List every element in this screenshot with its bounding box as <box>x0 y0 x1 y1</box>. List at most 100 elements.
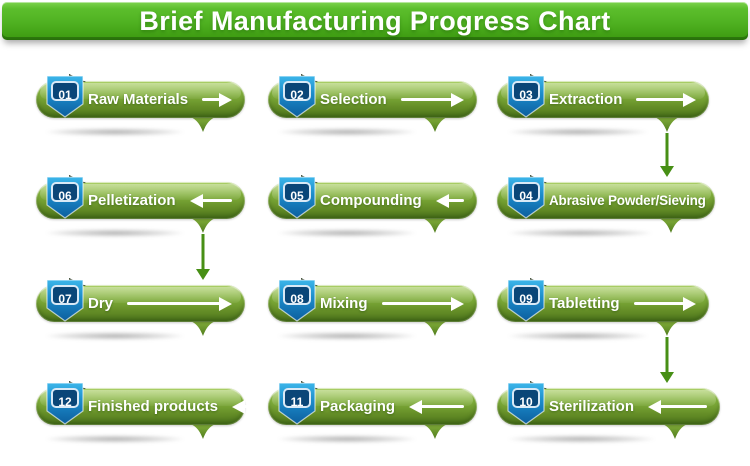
pill-shadow <box>507 229 652 237</box>
arrow-head-right <box>683 92 696 107</box>
pill-shadow <box>46 128 185 136</box>
process-step: Pelletization 06 <box>36 175 245 242</box>
step-label: Packaging <box>320 398 396 415</box>
step-label: Dry <box>88 295 114 312</box>
process-step: Compounding 05 <box>268 175 477 242</box>
step-number-badge-icon: 08 <box>278 278 318 322</box>
arrow-shaft <box>421 405 464 408</box>
step-number-badge-icon: 11 <box>278 381 318 425</box>
pill-tail-icon <box>651 216 692 233</box>
flow-arrow-right-icon <box>636 92 696 107</box>
pill-shadow <box>46 229 185 237</box>
pill-shadow <box>46 332 185 340</box>
flow-arrow-left-icon <box>648 399 707 414</box>
arrow-head-left <box>232 399 246 414</box>
arrow-head-right <box>219 296 232 311</box>
flow-arrow-left-icon <box>189 193 232 208</box>
pill-tail-icon <box>655 422 696 439</box>
arrow-head-left <box>189 193 203 208</box>
arrow-shaft <box>381 302 452 305</box>
process-step: Mixing 08 <box>268 278 477 345</box>
pill-tail-icon <box>646 115 687 132</box>
pill-tail-icon <box>646 319 687 336</box>
step-label: Selection <box>320 91 387 108</box>
arrow-shaft <box>636 98 684 101</box>
arrow-head-right <box>451 296 464 311</box>
connector-down-arrow-icon <box>659 133 675 182</box>
process-step: Packaging 11 <box>268 381 477 448</box>
flow-arrow-right-icon <box>381 296 464 311</box>
step-number-badge-icon: 05 <box>278 175 318 219</box>
step-number-badge-icon: 01 <box>46 74 86 118</box>
svg-text:10: 10 <box>519 395 533 409</box>
flow-arrow-right-icon <box>400 92 464 107</box>
step-label: Mixing <box>320 295 368 312</box>
chart-title: Brief Manufacturing Progress Chart <box>139 5 611 36</box>
connector-down-arrow-icon <box>659 337 675 388</box>
process-step: Selection 02 <box>268 74 477 141</box>
flow-arrow-left-icon <box>435 193 464 208</box>
arrow-shaft <box>400 98 452 101</box>
step-number-badge-icon: 10 <box>507 381 547 425</box>
step-number-badge-icon: 02 <box>278 74 318 118</box>
process-step: Raw Materials 01 <box>36 74 245 141</box>
arrow-shaft <box>660 405 707 408</box>
pill-shadow <box>278 332 417 340</box>
flow-arrow-left-icon <box>409 399 464 414</box>
svg-text:12: 12 <box>58 395 72 409</box>
flow-arrow-left-icon <box>232 399 259 414</box>
svg-text:11: 11 <box>291 395 304 409</box>
pill-tail-icon <box>183 319 224 336</box>
process-step: Finished products 12 <box>36 381 259 448</box>
arrow-head-left <box>648 399 662 414</box>
pill-shadow <box>507 128 648 136</box>
pill-tail-icon <box>415 422 456 439</box>
arrow-shaft <box>202 98 220 101</box>
pill-tail-icon <box>183 422 224 439</box>
arrow-shaft <box>244 405 259 408</box>
process-step: Extraction 03 <box>497 74 709 141</box>
pill-tail-icon <box>415 115 456 132</box>
step-number-badge-icon: 07 <box>46 278 86 322</box>
arrow-head-right <box>451 92 464 107</box>
pill-shadow <box>508 435 656 443</box>
step-label: Finished products <box>88 398 219 415</box>
step-label: Tabletting <box>549 295 620 312</box>
pill-tail-icon <box>183 115 224 132</box>
svg-text:03: 03 <box>519 88 533 102</box>
svg-text:01: 01 <box>58 88 72 102</box>
flow-arrow-right-icon <box>202 92 232 107</box>
flow-arrow-right-icon <box>633 296 696 311</box>
svg-text:05: 05 <box>290 189 304 203</box>
step-label: Abrasive Powder/Sieving <box>549 193 706 208</box>
arrow-head-left <box>409 399 423 414</box>
process-step: Tabletting 09 <box>497 278 709 345</box>
pill-tail-icon <box>415 319 456 336</box>
process-step: Dry 07 <box>36 278 245 345</box>
pill-shadow <box>278 435 417 443</box>
arrow-shaft <box>447 199 464 202</box>
svg-text:02: 02 <box>290 88 304 102</box>
pill-shadow <box>278 128 417 136</box>
arrow-shaft <box>633 302 684 305</box>
step-number-badge-icon: 06 <box>46 175 86 219</box>
step-label: Sterilization <box>549 398 635 415</box>
flow-arrow-right-icon <box>127 296 232 311</box>
pill-tail-icon <box>415 216 456 233</box>
pill-shadow <box>46 435 185 443</box>
step-number-badge-icon: 09 <box>507 278 547 322</box>
step-number-badge-icon: 12 <box>46 381 86 425</box>
step-number-badge-icon: 04 <box>507 175 547 219</box>
process-step: Sterilization 10 <box>497 381 720 448</box>
arrow-head-right <box>683 296 696 311</box>
arrow-head-right <box>219 92 232 107</box>
step-label: Raw Materials <box>88 91 189 108</box>
step-label: Extraction <box>549 91 623 108</box>
svg-text:07: 07 <box>58 292 72 306</box>
chart-header: Brief Manufacturing Progress Chart <box>2 2 748 40</box>
arrow-head-left <box>435 193 449 208</box>
step-label: Pelletization <box>88 192 176 209</box>
step-label: Compounding <box>320 192 422 209</box>
process-step: Abrasive Powder/Sieving 04 <box>497 175 715 242</box>
